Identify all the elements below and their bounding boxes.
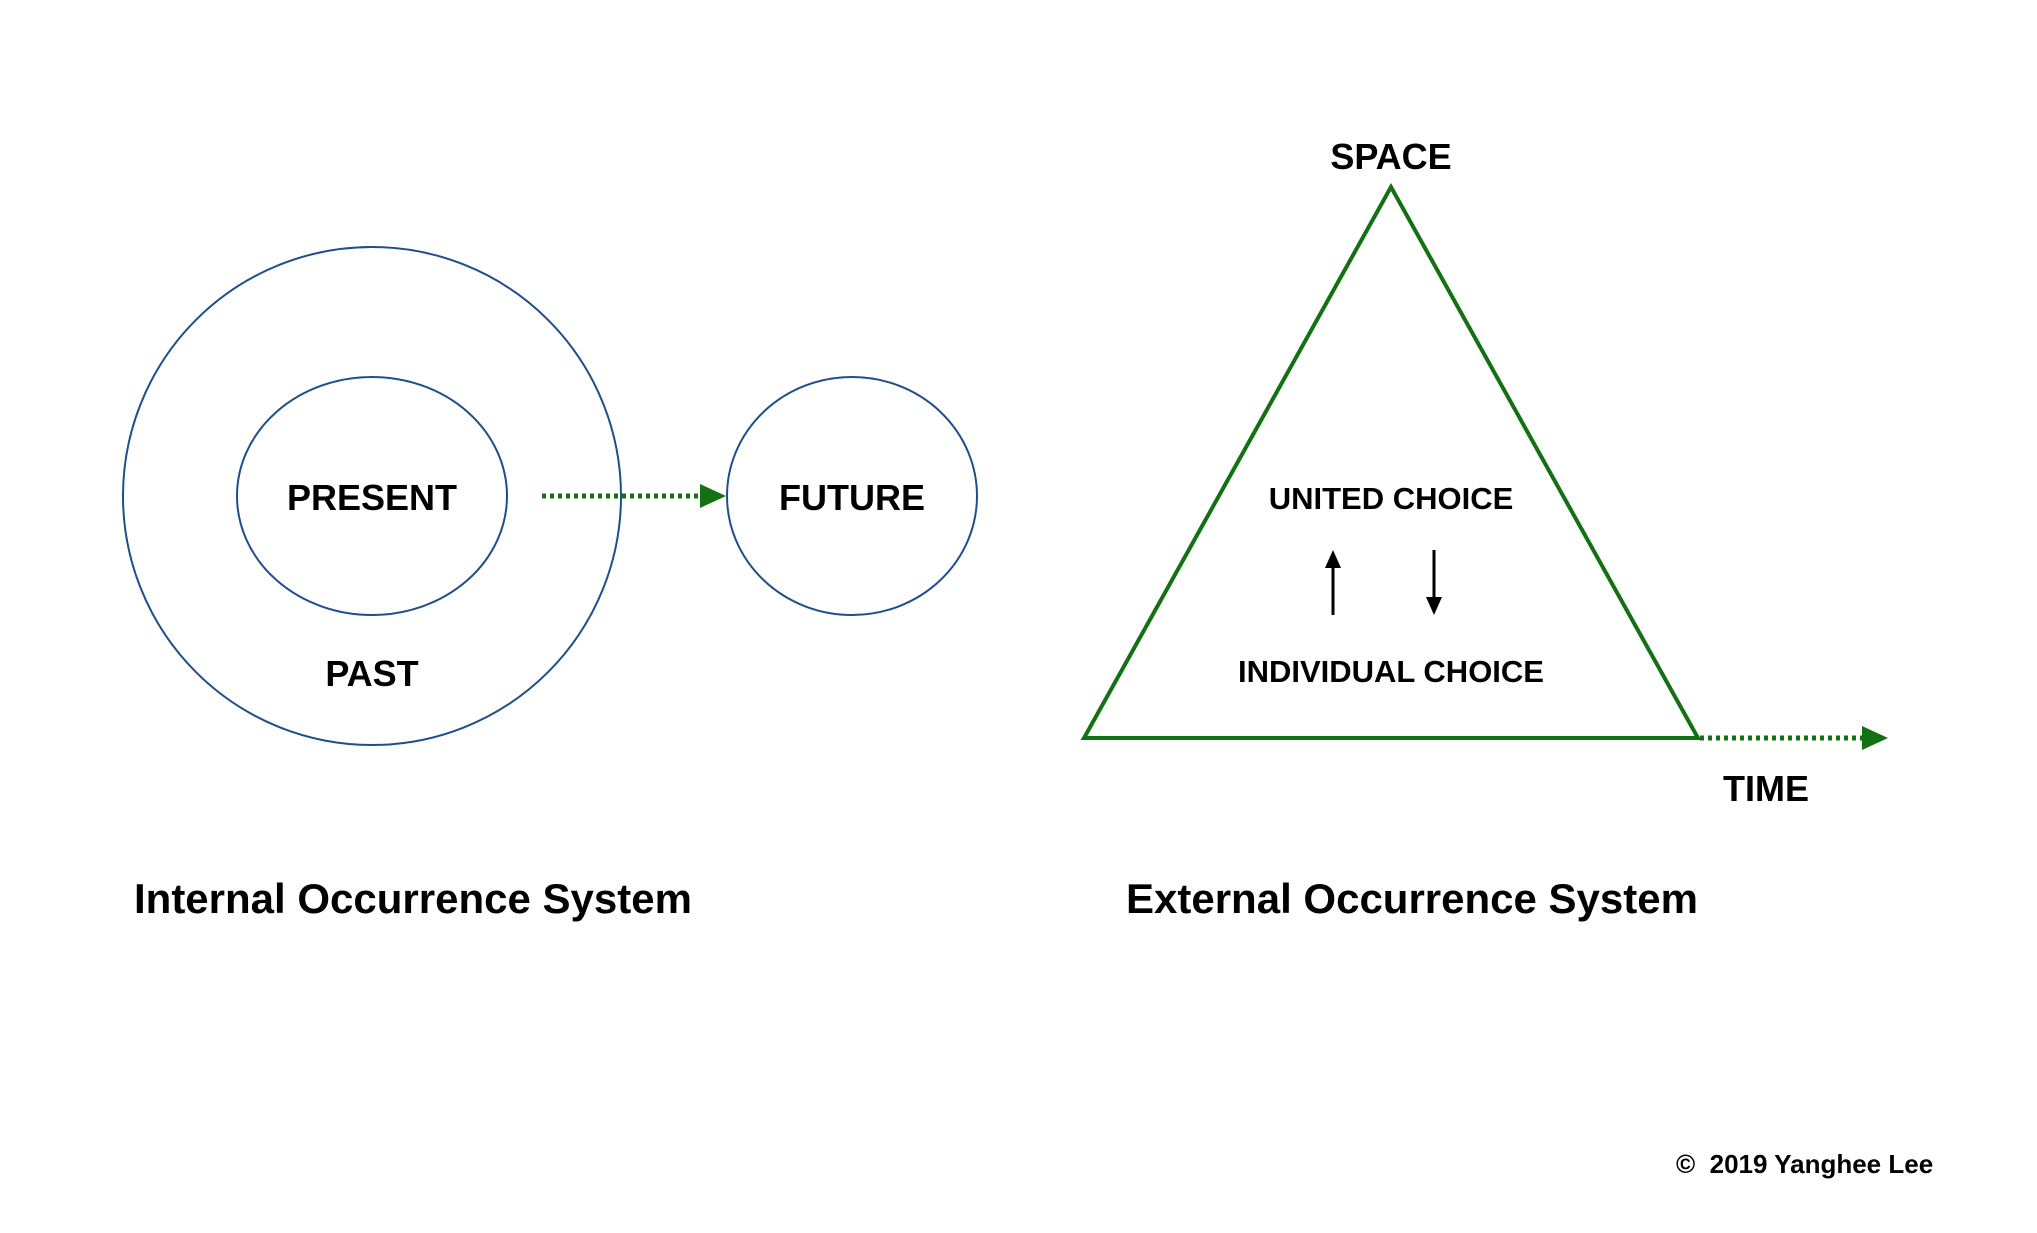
time-label: TIME xyxy=(1723,768,1809,809)
space-label: SPACE xyxy=(1330,136,1451,177)
internal-title: Internal Occurrence System xyxy=(134,875,692,922)
external-title: External Occurrence System xyxy=(1126,875,1698,922)
united-choice-label: UNITED CHOICE xyxy=(1269,481,1514,516)
past-label: PAST xyxy=(325,653,418,694)
future-label: FUTURE xyxy=(779,477,925,518)
time-arrowhead xyxy=(1862,726,1888,750)
past-circle xyxy=(122,246,622,746)
present-to-future-arrowhead xyxy=(700,484,726,508)
future-circle xyxy=(726,376,978,616)
individual-choice-label: INDIVIDUAL CHOICE xyxy=(1238,654,1544,689)
internal-occurrence-system: PRESENT PAST FUTURE Internal Occurrence … xyxy=(122,246,978,922)
copyright-notice: © 2019 Yanghee Lee xyxy=(1676,1149,1933,1179)
present-circle xyxy=(236,376,508,616)
space-time-triangle xyxy=(1080,182,1702,740)
external-occurrence-system: SPACE TIME UNITED CHOICE INDIVIDUAL CHOI… xyxy=(1080,136,1888,922)
present-label: PRESENT xyxy=(287,477,457,518)
up-arrow-icon xyxy=(1325,550,1341,615)
down-arrow-icon xyxy=(1426,550,1442,615)
